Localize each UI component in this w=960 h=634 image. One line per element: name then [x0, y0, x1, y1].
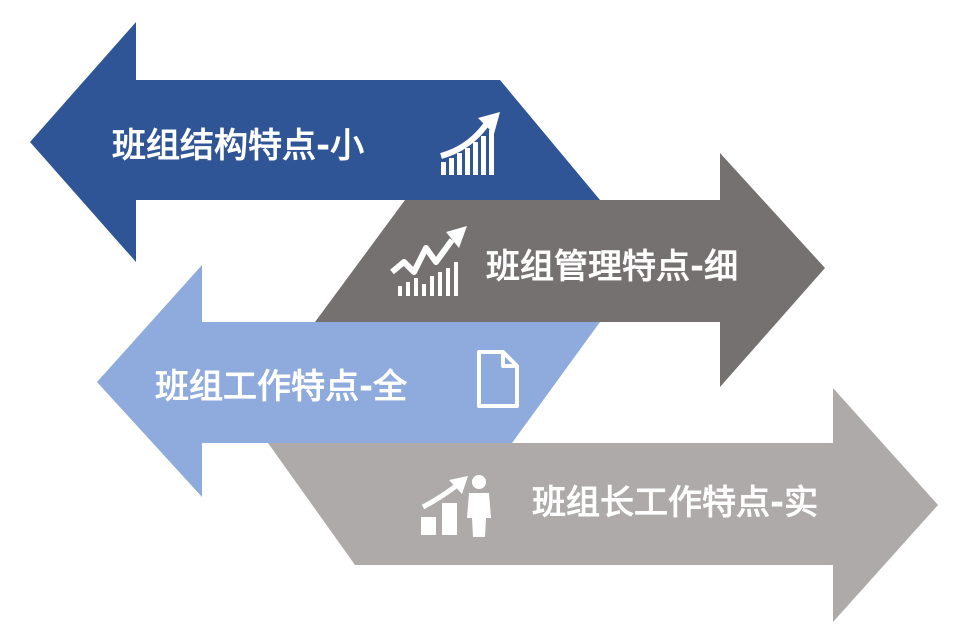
arrow-3-shape: [97, 265, 600, 497]
arrow-4-leader: [268, 388, 938, 622]
arrow-1-shape: [30, 22, 600, 262]
arrow-3-label: 班组工作特点-全: [155, 367, 408, 407]
arrow-1-label: 班组结构特点-小: [112, 126, 364, 166]
document-icon: [477, 350, 519, 408]
bar-chart-up-arrow-icon: [440, 112, 500, 175]
arrow-4-label: 班组长工作特点-实: [532, 483, 818, 523]
arrow-1-structure: [30, 22, 600, 262]
arrow-3-work: [97, 265, 600, 497]
zigzag-growth-chart-icon: [390, 226, 467, 296]
arrow-2-management: [315, 153, 825, 387]
arrow-2-label: 班组管理特点-细: [486, 247, 738, 287]
person-growth-icon: [421, 475, 491, 537]
arrow-4-shape: [268, 388, 938, 622]
arrow-2-shape: [315, 153, 825, 387]
